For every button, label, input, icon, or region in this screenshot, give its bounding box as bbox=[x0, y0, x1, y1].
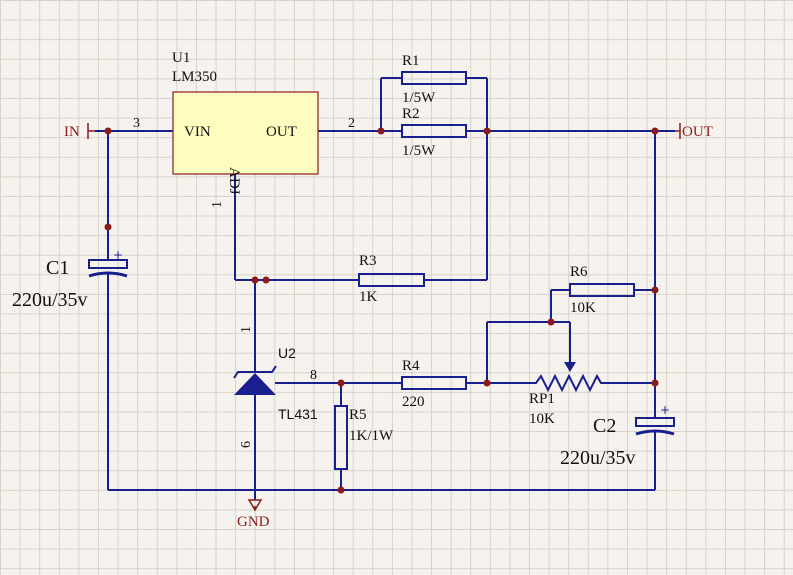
junction-dot bbox=[251, 276, 259, 284]
shunt-regulator-u2: U2 TL431 1 8 6 bbox=[233, 326, 318, 448]
capacitor-c1: + C1 220u/35v bbox=[12, 248, 128, 311]
r2-ref-label: R2 bbox=[402, 106, 420, 122]
u1-pin-out-label: OUT bbox=[266, 124, 297, 140]
u2-ref-label: U2 bbox=[278, 345, 296, 361]
r4-ref-label: R4 bbox=[402, 358, 420, 374]
rp1-ref-label: RP1 bbox=[529, 391, 555, 407]
u2-part-label: TL431 bbox=[278, 406, 318, 422]
junction-dot bbox=[377, 127, 385, 135]
resistor-r3: R3 1K bbox=[358, 253, 425, 305]
wires bbox=[95, 77, 675, 500]
c1-plus-icon: + bbox=[113, 248, 123, 262]
r4-value-label: 220 bbox=[402, 394, 425, 410]
wiper-arrow-icon bbox=[564, 362, 576, 372]
c1-ref-label: C1 bbox=[46, 257, 69, 279]
junction-dot bbox=[651, 127, 659, 135]
u1-body bbox=[172, 91, 319, 175]
u1-pin-vin-label: VIN bbox=[184, 124, 211, 140]
u1-pin-num-in: 3 bbox=[133, 116, 140, 131]
u1-part-label: LM350 bbox=[172, 69, 217, 85]
port-gnd-label: GND bbox=[237, 514, 270, 530]
junction-dot bbox=[547, 318, 555, 326]
r6-value-label: 10K bbox=[570, 300, 596, 316]
c2-plus-icon: + bbox=[660, 403, 670, 417]
resistor-r2: R2 1/5W bbox=[401, 106, 467, 159]
junction-dot bbox=[337, 486, 345, 494]
junction-dot bbox=[337, 379, 345, 387]
capacitor-c2: + C2 220u/35v bbox=[560, 403, 675, 469]
u1-pin-num-adj: 1 bbox=[210, 201, 225, 208]
rp1-value-label: 10K bbox=[529, 411, 555, 427]
junction-dot bbox=[104, 223, 112, 231]
r5-ref-label: R5 bbox=[349, 407, 367, 423]
junctions bbox=[104, 127, 659, 494]
r3-value-label: 1K bbox=[359, 289, 378, 305]
r1-value-label: 1/5W bbox=[402, 90, 436, 106]
u1-ref-label: U1 bbox=[172, 50, 190, 66]
zener-triangle-icon bbox=[234, 373, 276, 395]
u1-pin-num-out: 2 bbox=[348, 116, 355, 131]
junction-dot bbox=[651, 286, 659, 294]
u1-pin-adj-label: ADJ bbox=[226, 167, 242, 195]
potentiometer-rp1: RP1 10K bbox=[529, 362, 604, 427]
junction-dot bbox=[262, 276, 270, 284]
resistor-r4: R4 220 bbox=[401, 358, 467, 410]
r1-ref-label: R1 bbox=[402, 53, 420, 69]
port-in: IN bbox=[64, 123, 95, 140]
junction-dot bbox=[651, 379, 659, 387]
resistor-r5: R5 1K/1W bbox=[334, 405, 394, 470]
c1-value-label: 220u/35v bbox=[12, 289, 88, 311]
port-out-label: OUT bbox=[682, 124, 713, 140]
junction-dot bbox=[483, 379, 491, 387]
u2-pin-num-k: 1 bbox=[239, 326, 254, 333]
r6-ref-label: R6 bbox=[570, 264, 588, 280]
r3-ref-label: R3 bbox=[359, 253, 377, 269]
junction-dot bbox=[483, 127, 491, 135]
r2-value-label: 1/5W bbox=[402, 143, 436, 159]
junction-dot bbox=[104, 127, 112, 135]
port-in-label: IN bbox=[64, 124, 80, 140]
c2-value-label: 220u/35v bbox=[560, 447, 636, 469]
resistor-r6: R6 10K bbox=[569, 264, 635, 316]
u2-pin-num-ref: 8 bbox=[310, 368, 317, 383]
r5-value-label: 1K/1W bbox=[349, 428, 394, 444]
u1-regulator: U1 LM350 VIN OUT ADJ 3 2 1 bbox=[133, 50, 355, 208]
port-out: OUT bbox=[675, 123, 713, 140]
c2-ref-label: C2 bbox=[593, 415, 616, 437]
port-gnd: GND bbox=[237, 499, 270, 530]
u2-pin-num-a: 6 bbox=[239, 441, 254, 448]
resistor-r1: R1 1/5W bbox=[401, 53, 467, 106]
